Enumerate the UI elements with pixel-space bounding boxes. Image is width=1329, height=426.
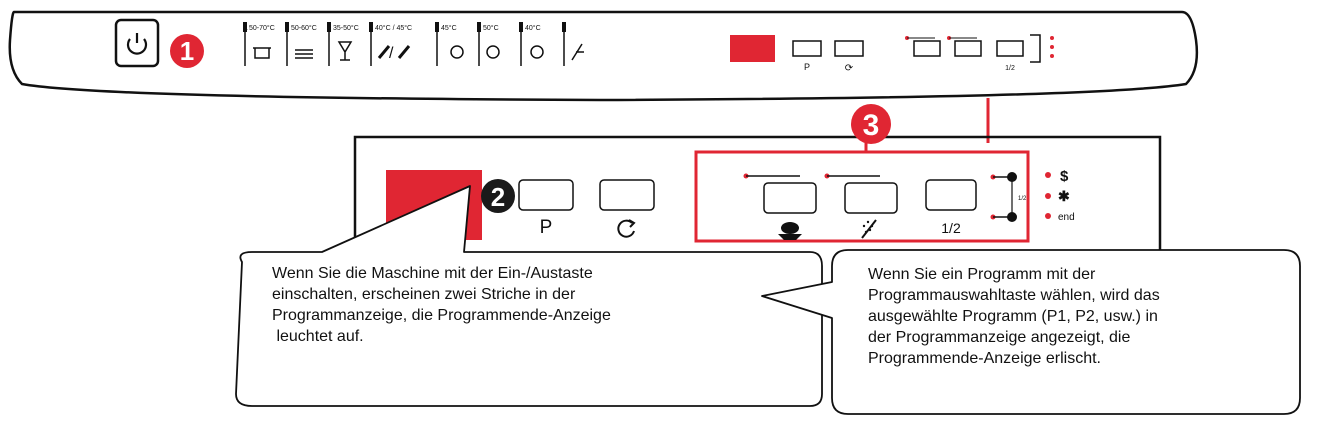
program-button-label: P	[540, 217, 553, 238]
svg-text:45°C: 45°C	[441, 24, 457, 32]
callout-right-line: ausgewählte Programm (P1, P2, usw.) in	[868, 308, 1158, 325]
power-icon	[126, 33, 148, 55]
top-option-button-2[interactable]	[954, 40, 982, 57]
callout-right-line: Wenn Sie ein Programm mit der	[868, 266, 1096, 283]
program-slot-8	[562, 22, 584, 66]
top-delay-button[interactable]	[834, 40, 864, 57]
callout-left-text: Wenn Sie die Maschine mit der Ein-/Austa…	[272, 263, 611, 347]
program-slot-temp: 50-70°C	[249, 24, 275, 32]
svg-text:P: P	[804, 62, 810, 72]
top-half-button[interactable]	[996, 40, 1024, 57]
program-slot-num: 1	[244, 25, 248, 32]
program-slot-1: 50-70°C 1	[243, 22, 275, 66]
top-option-button-1[interactable]	[913, 40, 941, 57]
callout-right-line: Programmende-Anzeige erlischt.	[868, 350, 1101, 367]
callout-left-line: Wenn Sie die Maschine mit der Ein-/Austa…	[272, 265, 593, 282]
svg-text:/: /	[389, 45, 394, 62]
callout-right-bubble	[761, 249, 1301, 415]
clock-icon	[450, 45, 464, 59]
quick-icon	[530, 45, 544, 59]
status-indicators: $ ✱ end	[1045, 168, 1075, 223]
svg-text:1: 1	[180, 36, 194, 66]
spray-icon	[861, 219, 877, 239]
pot-icon	[253, 47, 271, 59]
program-indicators: 50-70°C 1 50-60°C 35-50°C 40°C / 45°C / …	[243, 22, 584, 66]
rotate-icon: ⟳	[845, 63, 854, 74]
pot-icon	[778, 222, 802, 240]
eco-icon	[486, 45, 500, 59]
half-load-label: 1/2	[941, 220, 961, 236]
program-slot-4: 40°C / 45°C /	[369, 22, 412, 66]
callout-left-line: einschalten, erscheinen zwei Striche in …	[272, 286, 576, 303]
rinse-icon	[571, 43, 584, 61]
svg-text:3: 3	[863, 109, 880, 142]
rinse-aid-icon: ✱	[1058, 188, 1070, 204]
callout-right-line: der Programmanzeige angezeigt, die	[868, 329, 1131, 346]
badge-3: 3	[851, 104, 891, 144]
program-slot-6: 50°C	[477, 22, 500, 66]
program-slot-5: 45°C	[435, 22, 464, 66]
salt-led	[1045, 172, 1051, 178]
hygiene-option-button[interactable]	[844, 182, 898, 214]
svg-text:40°C: 40°C	[525, 24, 541, 32]
svg-text:50°C: 50°C	[483, 24, 499, 32]
callout-left-line: Programmanzeige, die Programmende-Anzeig…	[272, 307, 611, 324]
svg-text:40°C / 45°C: 40°C / 45°C	[375, 24, 412, 32]
svg-text:2: 2	[491, 182, 505, 212]
badge-1: 1	[170, 34, 204, 68]
delay-button[interactable]	[599, 179, 655, 211]
callout-right-line: Programmauswahltaste wählen, wird das	[868, 287, 1160, 304]
svg-text:1/2: 1/2	[1005, 65, 1015, 72]
program-slot-7: 40°C	[519, 22, 544, 66]
svg-text:1/2: 1/2	[1018, 196, 1027, 202]
top-display-red	[730, 35, 775, 62]
half-load-indicator: 1/2	[990, 172, 1027, 222]
svg-text:50-60°C: 50-60°C	[291, 24, 317, 32]
callout-left-bubble	[235, 185, 823, 407]
end-led	[1045, 213, 1051, 219]
callout-right-text: Wenn Sie ein Programm mit der Programmau…	[868, 264, 1160, 369]
delay-icon	[617, 219, 636, 238]
end-label: end	[1058, 212, 1075, 223]
top-panel-outline	[8, 10, 1199, 102]
half-load-button[interactable]	[925, 179, 977, 211]
rinse-aid-led	[1045, 193, 1051, 199]
program-slot-3: 35-50°C	[327, 22, 359, 66]
zoom-panel-outline	[353, 135, 1162, 260]
options-highlight-frame	[694, 150, 1030, 243]
auto-icon	[295, 49, 313, 59]
program-slot-2: 50-60°C	[285, 22, 317, 66]
intensive-option-button[interactable]	[763, 182, 817, 214]
callout-left-line: leuchtet auf.	[272, 328, 364, 345]
badge-2: 2	[481, 179, 515, 213]
glass-icon	[337, 41, 353, 61]
program-button[interactable]	[518, 179, 574, 211]
svg-text:35-50°C: 35-50°C	[333, 24, 359, 32]
salt-icon: $	[1060, 168, 1069, 185]
brush-icon	[377, 45, 411, 59]
top-program-button[interactable]	[792, 40, 822, 57]
